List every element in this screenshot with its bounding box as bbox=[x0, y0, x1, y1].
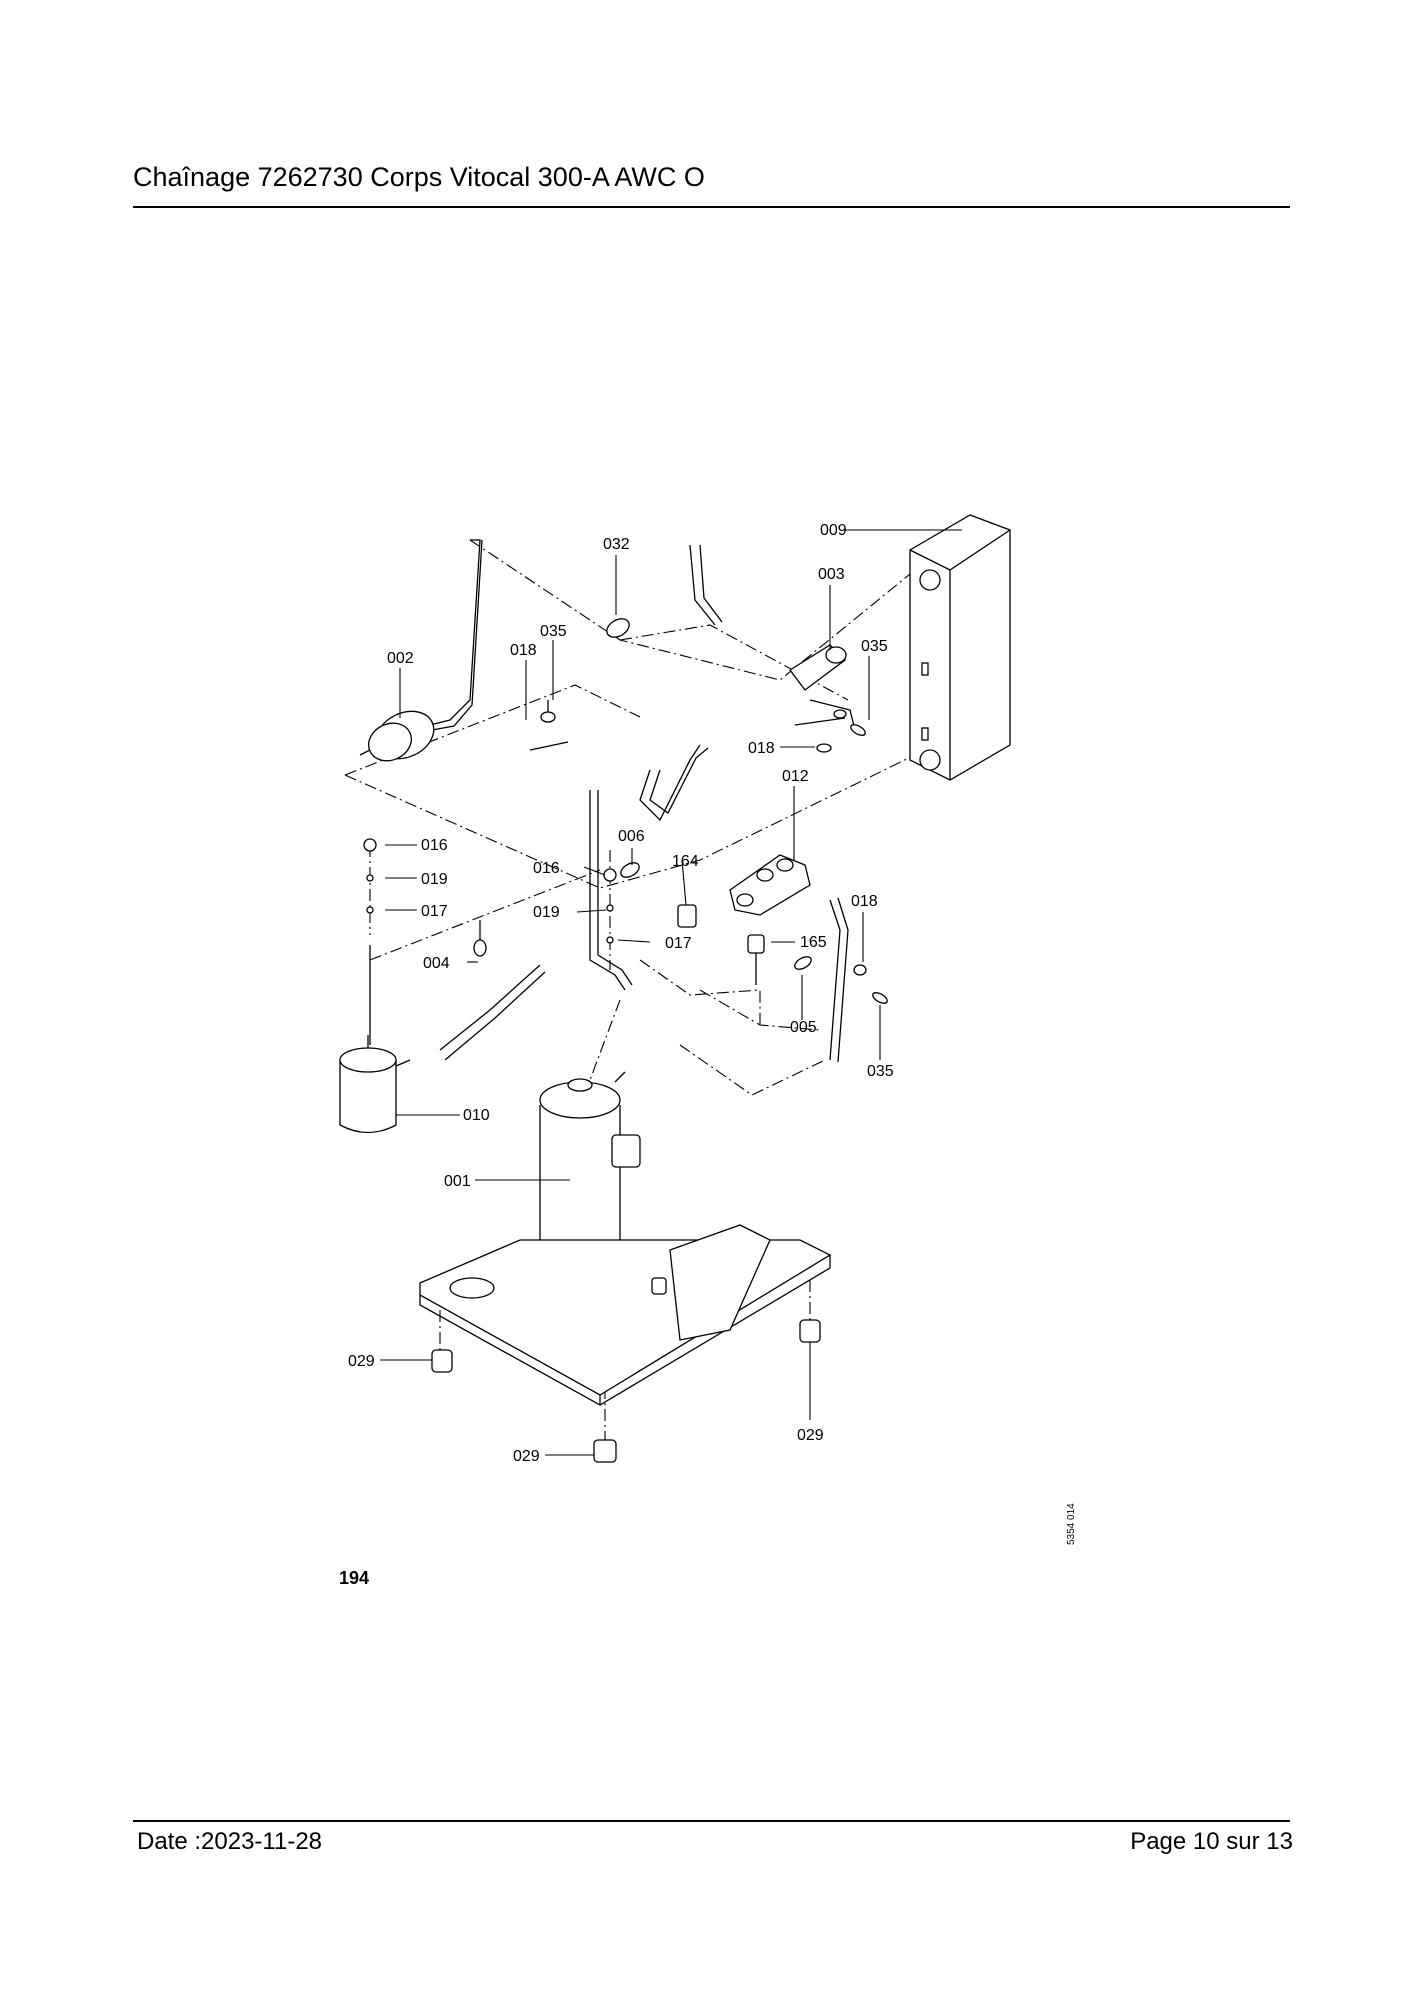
accumulator bbox=[339, 1035, 411, 1134]
label-017-b: 017 bbox=[665, 935, 692, 952]
footer-rule bbox=[133, 1820, 1290, 1822]
label-010: 010 bbox=[463, 1107, 490, 1124]
label-164: 164 bbox=[672, 853, 699, 870]
label-016-b: 016 bbox=[533, 860, 560, 877]
page-title: Chaînage 7262730 Corps Vitocal 300-A AWC… bbox=[133, 162, 705, 192]
drawing-reference: 5354 014 bbox=[1066, 1503, 1077, 1545]
label-019-a: 019 bbox=[421, 871, 448, 888]
label-018-c: 018 bbox=[851, 893, 878, 910]
label-029-b: 029 bbox=[513, 1448, 540, 1465]
header-rule bbox=[133, 206, 1290, 208]
label-002: 002 bbox=[387, 650, 414, 667]
valve-block bbox=[729, 854, 811, 916]
label-017-a: 017 bbox=[421, 903, 448, 920]
valve-003 bbox=[789, 644, 847, 691]
label-035-a: 035 bbox=[540, 623, 567, 640]
label-019-b: 019 bbox=[533, 904, 560, 921]
label-009: 009 bbox=[820, 522, 847, 539]
label-018-b: 018 bbox=[748, 740, 775, 757]
base-plate bbox=[419, 1224, 832, 1406]
sensor-164 bbox=[677, 904, 697, 928]
label-029-c: 029 bbox=[797, 1427, 824, 1444]
label-035-c: 035 bbox=[867, 1063, 894, 1080]
label-165: 165 bbox=[800, 934, 827, 951]
label-029-a: 029 bbox=[348, 1353, 375, 1370]
part-labels: 009 003 032 002 018 035 035 018 012 006 … bbox=[348, 522, 894, 1465]
label-018-a: 018 bbox=[510, 642, 537, 659]
label-035-b: 035 bbox=[861, 638, 888, 655]
label-032: 032 bbox=[603, 536, 630, 553]
label-001: 001 bbox=[444, 1173, 471, 1190]
refrigerant-piping bbox=[369, 539, 856, 1063]
anti-vibration-feet bbox=[431, 1319, 821, 1463]
filter-drier bbox=[359, 710, 435, 762]
page-number: Page 10 sur 13 bbox=[1130, 1828, 1293, 1855]
label-012: 012 bbox=[782, 768, 809, 785]
label-005: 005 bbox=[790, 1019, 817, 1036]
heat-exchanger bbox=[909, 514, 1011, 781]
figure-number: 194 bbox=[339, 1568, 369, 1588]
sensor-165 bbox=[747, 934, 765, 985]
label-016-a: 016 bbox=[421, 837, 448, 854]
footer-date: Date :2023-11-28 bbox=[137, 1828, 323, 1855]
label-006: 006 bbox=[618, 828, 645, 845]
fittings bbox=[363, 618, 888, 1004]
label-003: 003 bbox=[818, 566, 845, 583]
label-004: 004 bbox=[423, 955, 450, 972]
leader-lines bbox=[380, 529, 962, 1456]
